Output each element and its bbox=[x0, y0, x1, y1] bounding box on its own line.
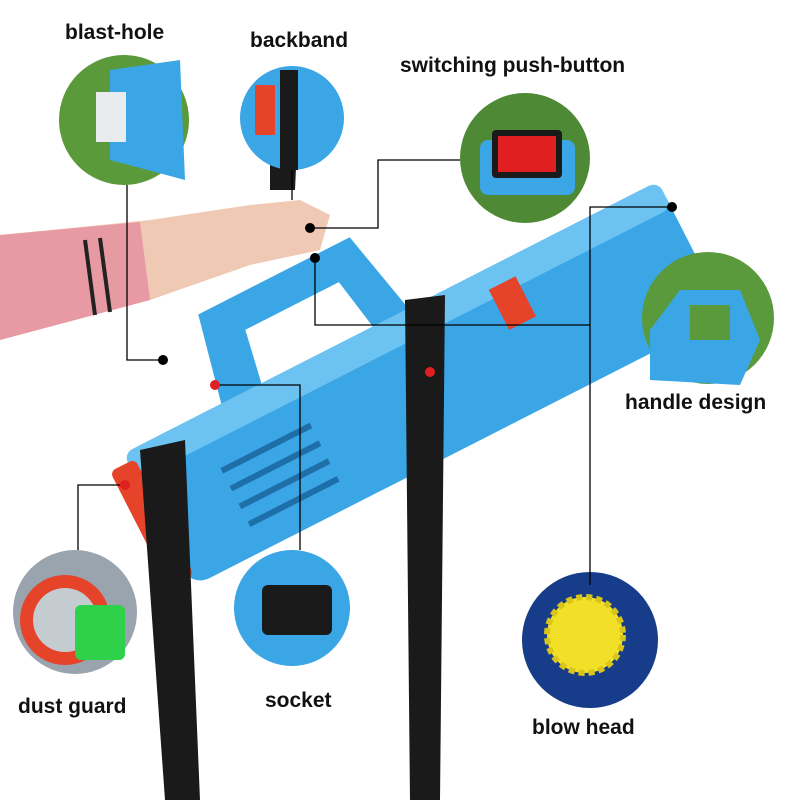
label-handle-design: handle design bbox=[625, 391, 767, 414]
detail-circles bbox=[13, 55, 774, 708]
leader-lines bbox=[77, 159, 672, 585]
arm bbox=[0, 200, 330, 340]
handle bbox=[198, 237, 409, 404]
label-socket: socket bbox=[265, 689, 332, 712]
brand-badge bbox=[488, 276, 536, 330]
label-dust-guard: dust guard bbox=[18, 695, 127, 718]
label-blow-head: blow head bbox=[532, 716, 635, 739]
label-backband: backband bbox=[250, 29, 349, 52]
label-blast-hole: blast-hole bbox=[65, 21, 165, 44]
label-switching-push-button: switching push-button bbox=[400, 54, 626, 77]
leader-dots bbox=[120, 202, 677, 490]
